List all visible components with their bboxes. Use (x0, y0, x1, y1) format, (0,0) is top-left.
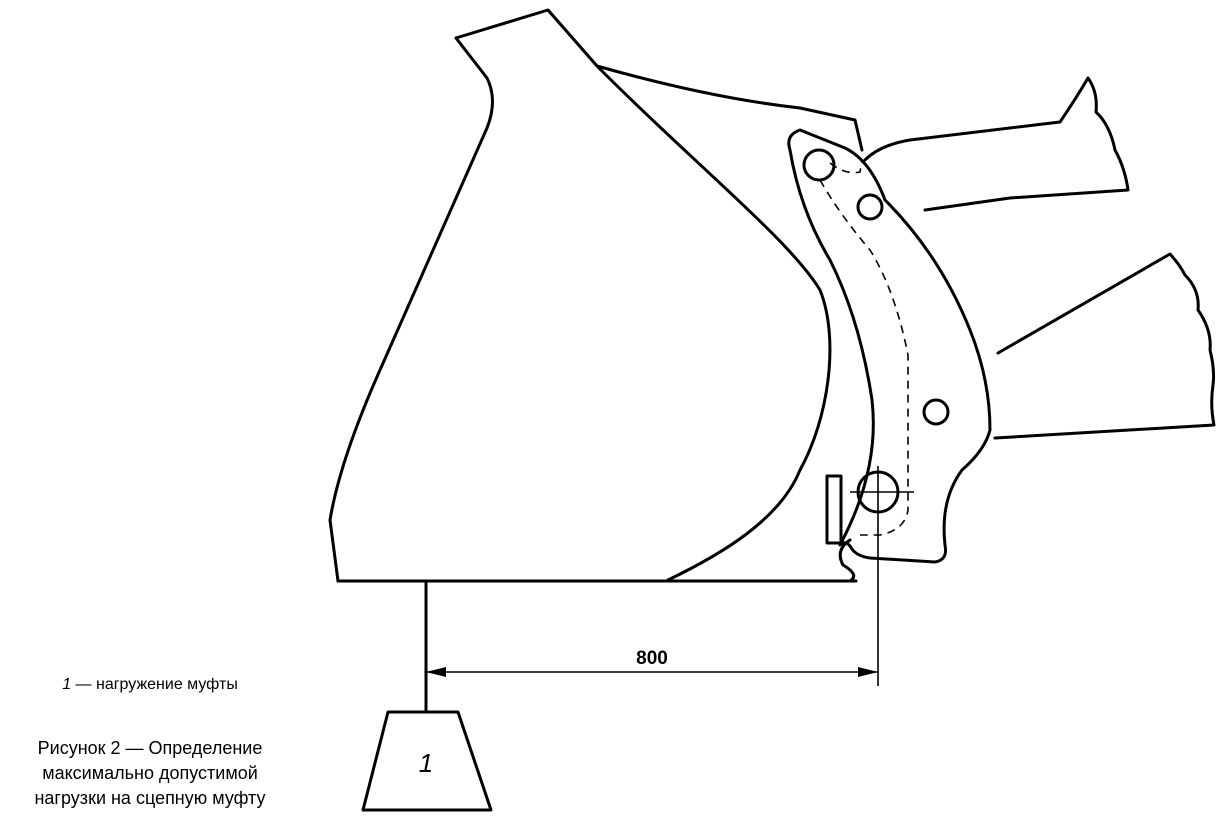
bucket-body (328, 8, 864, 583)
figure-caption: Рисунок 2 — Определение максимально допу… (0, 736, 300, 811)
legend: 1 — нагружение муфты (0, 676, 300, 694)
load-number: 1 (419, 748, 433, 778)
lower-arm (993, 252, 1216, 440)
upper-arm (863, 76, 1130, 212)
dimension-arrow-right (858, 667, 878, 677)
legend-number: 1 (62, 676, 72, 693)
pin-hole-upper (856, 193, 884, 221)
caption-line-2: максимально допустимой (42, 763, 258, 783)
pin-hole-middle (922, 398, 950, 426)
dimension-value: 800 (636, 648, 668, 669)
load-weight (361, 710, 493, 812)
caption-line-1: Рисунок 2 — Определение (37, 738, 263, 758)
dimension-arrow-left (426, 667, 446, 677)
pin-hole-top (802, 148, 836, 182)
legend-text: — нагружение муфты (71, 676, 238, 693)
coupling-plate (787, 128, 992, 564)
stop-block (825, 474, 843, 545)
caption-line-3: нагрузки на сцепную муфту (34, 788, 266, 808)
